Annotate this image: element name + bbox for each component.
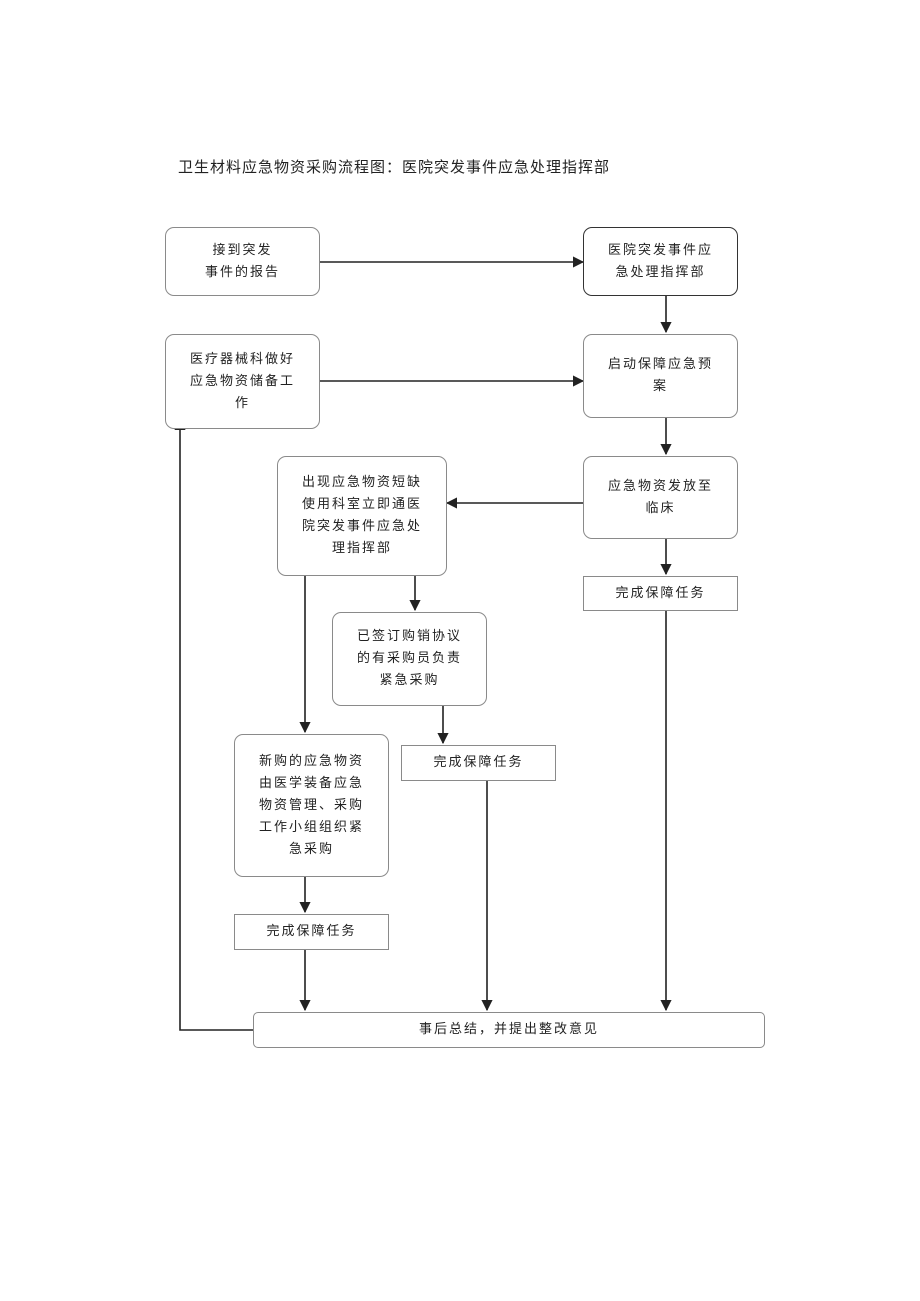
- node-receive-report: 接到突发 事件的报告: [165, 227, 320, 296]
- node-summary-label: 事后总结，并提出整改意见: [418, 1022, 599, 1037]
- node-complete-task-right: 完成保障任务: [583, 576, 738, 611]
- arrow-summary-feedback: [174, 418, 253, 1031]
- node-command-center-label: 医院突发事件应 急处理指挥部: [607, 242, 713, 280]
- node-receive-report-label: 接到突发 事件的报告: [204, 242, 280, 280]
- node-shortage-notify: 出现应急物资短缺 使用科室立即通医 院突发事件应急处 理指挥部: [277, 456, 447, 576]
- node-device-dept-reserve: 医疗器械科做好 应急物资储备工 作: [165, 334, 320, 429]
- node-new-purchase: 新购的应急物资 由医学装备应急 物资管理、采购 工作小组组织紧 急采购: [234, 734, 389, 877]
- node-device-dept-reserve-label: 医疗器械科做好 应急物资储备工 作: [189, 351, 295, 411]
- node-complete-task-right-label: 完成保障任务: [615, 585, 706, 601]
- node-distribute-clinic-label: 应急物资发放至 临床: [607, 478, 713, 516]
- node-shortage-notify-label: 出现应急物资短缺 使用科室立即通医 院突发事件应急处 理指挥部: [301, 475, 422, 556]
- node-complete-task-left-label: 完成保障任务: [266, 924, 357, 939]
- node-complete-task-middle: 完成保障任务: [401, 745, 556, 781]
- node-summary: 事后总结，并提出整改意见: [253, 1012, 765, 1048]
- node-complete-task-left: 完成保障任务: [234, 914, 389, 950]
- node-distribute-clinic: 应急物资发放至 临床: [583, 456, 738, 539]
- node-new-purchase-label: 新购的应急物资 由医学装备应急 物资管理、采购 工作小组组织紧 急采购: [258, 753, 364, 857]
- node-contracted-purchase: 已签订购销协议 的有采购员负责 紧急采购: [332, 612, 487, 706]
- node-command-center: 医院突发事件应 急处理指挥部: [583, 227, 738, 296]
- node-start-plan: 启动保障应急预 案: [583, 334, 738, 418]
- node-start-plan-label: 启动保障应急预 案: [607, 357, 713, 394]
- page-title: 卫生材料应急物资采购流程图：医院突发事件应急处理指挥部: [178, 158, 611, 176]
- node-contracted-purchase-label: 已签订购销协议 的有采购员负责 紧急采购: [356, 629, 462, 688]
- node-complete-task-middle-label: 完成保障任务: [433, 755, 524, 770]
